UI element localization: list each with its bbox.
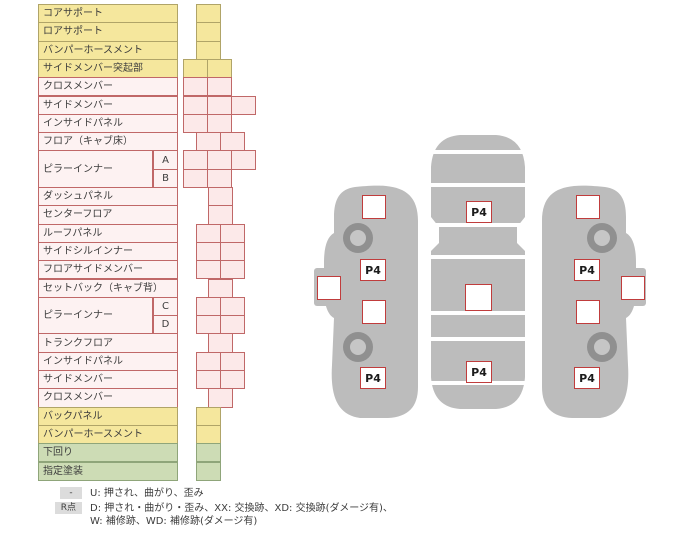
- p4-marker[interactable]: P4: [466, 201, 492, 223]
- legend-symbol-column: -: [38, 487, 82, 499]
- part-label: バンパーホースメント: [38, 40, 178, 60]
- damage-cell[interactable]: [207, 77, 232, 97]
- pillar-section-label: C: [153, 296, 178, 317]
- part-label: ピラーインナー: [38, 296, 153, 335]
- damage-cell[interactable]: [196, 351, 221, 371]
- body-section-dividers: [426, 150, 530, 385]
- damage-cell[interactable]: [196, 443, 221, 463]
- damage-cell[interactable]: [231, 95, 256, 115]
- damage-cell[interactable]: [207, 58, 232, 79]
- part-label: インサイドパネル: [38, 351, 178, 371]
- damage-cell[interactable]: [196, 40, 221, 60]
- damage-cell[interactable]: [220, 370, 245, 390]
- damage-cell[interactable]: [183, 77, 208, 97]
- legend-text: U: 押され、曲がり、歪み: [90, 488, 204, 499]
- damage-cell[interactable]: [220, 132, 245, 152]
- part-label: クロスメンバー: [38, 77, 178, 97]
- p4-marker[interactable]: P4: [360, 367, 386, 389]
- part-label: バンパーホースメント: [38, 424, 178, 445]
- p4-marker[interactable]: P4: [360, 259, 386, 281]
- damage-marker-square[interactable]: [362, 195, 386, 219]
- damage-cell[interactable]: [196, 260, 221, 280]
- damage-cell[interactable]: [183, 95, 208, 115]
- legend-symbol-column: R点: [38, 502, 82, 514]
- part-label: フロア（キャブ床）: [38, 132, 178, 152]
- damage-cell[interactable]: [196, 315, 221, 335]
- damage-cell[interactable]: [220, 223, 245, 243]
- legend-item: R点 D: 押され・曲がり・歪み、XX: 交換跡、XD: 交換跡(ダメージ有)、W…: [38, 502, 402, 528]
- part-label: フロアサイドメンバー: [38, 260, 178, 280]
- damage-cell[interactable]: [183, 58, 208, 79]
- damage-cell[interactable]: [196, 4, 221, 24]
- part-label: セットバック（キャブ背）: [38, 278, 178, 298]
- part-label: ルーフパネル: [38, 223, 178, 243]
- legend-symbol: R点: [54, 502, 82, 514]
- part-label: クロスメンバー: [38, 388, 178, 408]
- legend-symbol: -: [60, 487, 82, 499]
- damage-marker-square[interactable]: [576, 300, 600, 324]
- pillar-section-label: B: [153, 168, 178, 188]
- part-label: ロアサポート: [38, 22, 178, 42]
- damage-cell[interactable]: [196, 424, 221, 445]
- damage-cell[interactable]: [208, 388, 233, 408]
- pillar-section-label: A: [153, 150, 178, 170]
- part-label: サイドメンバー: [38, 95, 178, 115]
- wheel-icon: [587, 332, 617, 362]
- damage-cell[interactable]: [220, 296, 245, 317]
- damage-cell[interactable]: [207, 150, 232, 170]
- damage-cell[interactable]: [207, 168, 232, 188]
- damage-cell[interactable]: [196, 406, 221, 426]
- part-label: サイドメンバー突起部: [38, 58, 178, 79]
- damage-cell[interactable]: [196, 461, 221, 481]
- damage-cell[interactable]: [208, 333, 233, 353]
- damage-cell[interactable]: [183, 150, 208, 170]
- damage-cell[interactable]: [220, 351, 245, 371]
- p4-marker[interactable]: P4: [574, 367, 600, 389]
- damage-cell[interactable]: [220, 241, 245, 262]
- part-label: ピラーインナー: [38, 150, 153, 188]
- damage-marker-square[interactable]: [465, 284, 492, 311]
- damage-marker-square[interactable]: [621, 276, 645, 300]
- part-label: サイドメンバー: [38, 370, 178, 390]
- part-label: サイドシルインナー: [38, 241, 178, 262]
- wheel-icon: [587, 223, 617, 253]
- part-label: センターフロア: [38, 205, 178, 225]
- part-label: トランクフロア: [38, 333, 178, 353]
- damage-cell[interactable]: [196, 241, 221, 262]
- damage-marker-square[interactable]: [362, 300, 386, 324]
- damage-cell[interactable]: [220, 315, 245, 335]
- p4-marker[interactable]: P4: [574, 259, 600, 281]
- wheel-icon: [343, 332, 373, 362]
- part-label: 指定塗装: [38, 461, 178, 481]
- part-label: インサイドパネル: [38, 113, 178, 134]
- pillar-section-label: D: [153, 315, 178, 335]
- damage-cell[interactable]: [207, 113, 232, 134]
- damage-cell[interactable]: [196, 296, 221, 317]
- damage-marker-square[interactable]: [317, 276, 341, 300]
- legend-text: D: 押され・曲がり・歪み、XX: 交換跡、XD: 交換跡(ダメージ有)、W: …: [90, 503, 393, 527]
- damage-cell[interactable]: [196, 223, 221, 243]
- damage-cell[interactable]: [220, 260, 245, 280]
- legend-item: -U: 押され、曲がり、歪み: [38, 487, 402, 500]
- part-label: バックパネル: [38, 406, 178, 426]
- damage-cell[interactable]: [183, 168, 208, 188]
- damage-cell[interactable]: [196, 370, 221, 390]
- damage-cell[interactable]: [196, 22, 221, 42]
- legend: -U: 押され、曲がり、歪み R点 D: 押され・曲がり・歪み、XX: 交換跡、XD…: [38, 487, 402, 528]
- damage-cell[interactable]: [231, 150, 256, 170]
- damage-marker-square[interactable]: [576, 195, 600, 219]
- damage-cell[interactable]: [183, 113, 208, 134]
- damage-cell[interactable]: [196, 132, 221, 152]
- part-label: 下回り: [38, 443, 178, 463]
- part-label: コアサポート: [38, 4, 178, 24]
- damage-cell[interactable]: [207, 95, 232, 115]
- wheel-icon: [343, 223, 373, 253]
- damage-cell[interactable]: [208, 278, 233, 298]
- damage-cell[interactable]: [208, 205, 233, 225]
- part-label: ダッシュパネル: [38, 187, 178, 207]
- p4-marker[interactable]: P4: [466, 361, 492, 383]
- damage-cell[interactable]: [208, 187, 233, 207]
